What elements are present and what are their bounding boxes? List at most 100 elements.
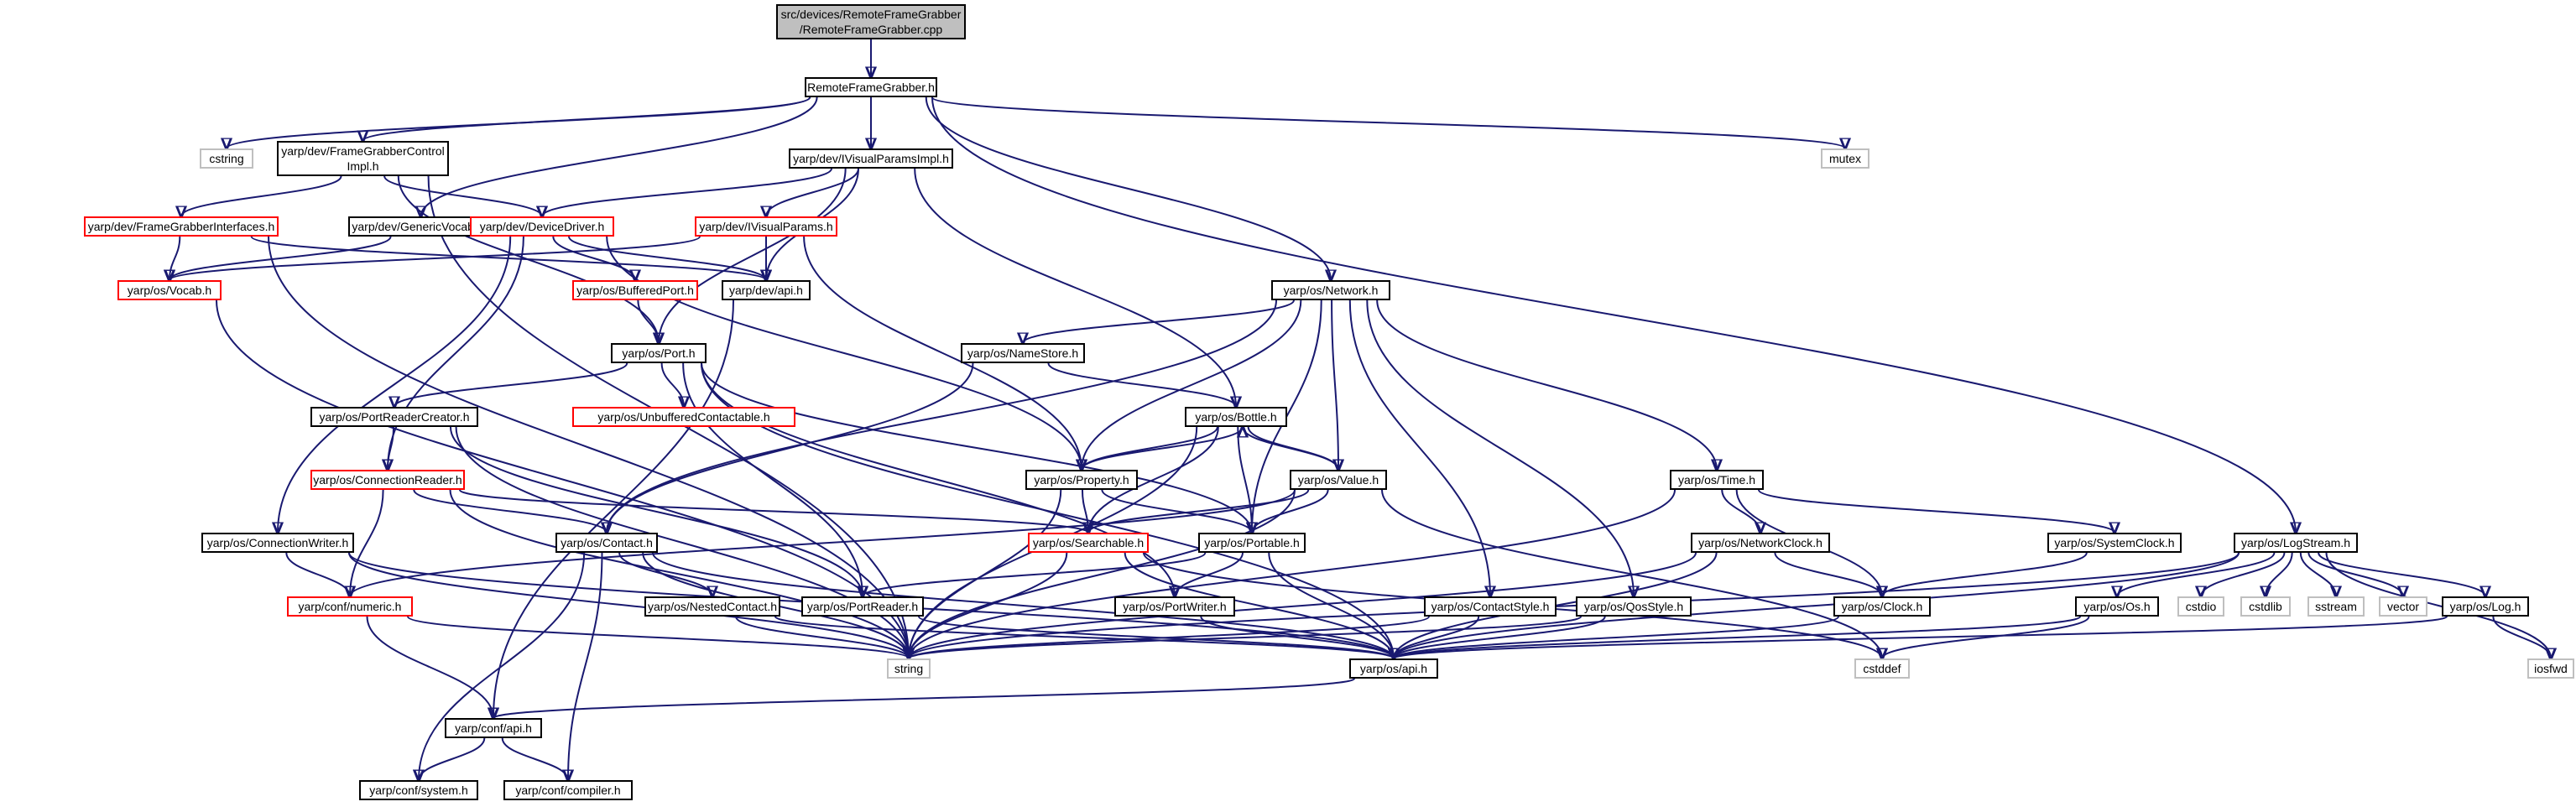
node-bufferedport-h[interactable]: yarp/os/BufferedPort.h <box>572 280 698 300</box>
edge-qosstyle-to-string <box>909 616 1582 658</box>
node-framegrabberinterfaces-h[interactable]: yarp/dev/FrameGrabberInterfaces.h <box>84 216 279 237</box>
edge-bottle-to-searchable <box>1088 426 1219 533</box>
edge-devdriver-to-property <box>606 236 1082 470</box>
node-dev-api-h[interactable]: yarp/dev/api.h <box>722 280 811 300</box>
edge-devapi-to-confapi <box>493 299 734 718</box>
node-conf-numeric-h[interactable]: yarp/conf/numeric.h <box>287 596 413 617</box>
node-portreader-h[interactable]: yarp/os/PortReader.h <box>801 596 924 617</box>
node-remoteframegrabber-h[interactable]: RemoteFrameGrabber.h <box>805 77 937 97</box>
node-cstring: cstring <box>200 148 253 169</box>
edge-devdriver-to-devapi <box>568 236 766 280</box>
edge-network-to-contactstyle <box>1348 299 1490 596</box>
node-string: string <box>887 658 931 679</box>
node-connectionreader-h[interactable]: yarp/os/ConnectionReader.h <box>310 470 465 490</box>
edge-contactstyle-to-string <box>909 616 1430 658</box>
edge-logstream-to-vector <box>2307 552 2403 596</box>
edge-port-to-portwriter <box>701 362 1175 596</box>
edge-ivpimpl-to-port <box>659 168 847 343</box>
edge-port-to-prc <box>394 362 628 407</box>
node-cstddef: cstddef <box>1854 658 1910 679</box>
node-conf-system-h[interactable]: yarp/conf/system.h <box>359 780 478 800</box>
edge-time-to-netclock <box>1721 489 1760 533</box>
edge-port-to-portreader <box>682 362 863 596</box>
edge-value-to-searchable <box>1088 489 1310 533</box>
node-portable-h[interactable]: yarp/os/Portable.h <box>1198 533 1306 553</box>
node-conf-api-h[interactable]: yarp/conf/api.h <box>445 718 542 738</box>
node-label-line2: /RemoteFrameGrabber.cpp <box>799 23 943 36</box>
node-value-h[interactable]: yarp/os/Value.h <box>1290 470 1387 490</box>
edge-qosstyle-to-osapi <box>1394 616 1606 658</box>
edge-value-to-bottle <box>1243 427 1339 471</box>
node-network-h[interactable]: yarp/os/Network.h <box>1271 280 1390 300</box>
node-cstdio: cstdio <box>2177 596 2224 617</box>
edge-network-to-namestore <box>1023 299 1295 343</box>
node-time-h[interactable]: yarp/os/Time.h <box>1670 470 1764 490</box>
node-os-h[interactable]: yarp/os/Os.h <box>2075 596 2159 617</box>
node-logstream-h[interactable]: yarp/os/LogStream.h <box>2234 533 2358 553</box>
edge-network-to-time <box>1376 299 1717 470</box>
node-ivisualparams-h[interactable]: yarp/dev/IVisualParams.h <box>695 216 837 237</box>
node-qosstyle-h[interactable]: yarp/os/QosStyle.h <box>1576 596 1692 617</box>
node-contact-h[interactable]: yarp/os/Contact.h <box>555 533 658 553</box>
node-ivisualparamsimpl-h[interactable]: yarp/dev/IVisualParamsImpl.h <box>789 148 953 169</box>
edge-fgcimpl-to-fgi <box>181 175 342 216</box>
edge-connwriter-to-string <box>348 552 909 658</box>
edge-network-to-contact <box>607 299 1277 533</box>
node-nestedcontact-h[interactable]: yarp/os/NestedContact.h <box>644 596 780 617</box>
edge-contact-to-compiler <box>568 552 603 780</box>
node-label-line1: src/devices/RemoteFrameGrabber <box>780 8 962 21</box>
node-contactstyle-h[interactable]: yarp/os/ContactStyle.h <box>1424 596 1557 617</box>
edge-connreader-to-string <box>449 489 909 658</box>
edge-rfg-to-logstream <box>931 96 2296 533</box>
node-unbufferedcontactable-h[interactable]: yarp/os/UnbufferedContactable.h <box>572 407 795 427</box>
edge-netclock-to-string <box>909 552 1697 658</box>
node-vocab-h[interactable]: yarp/os/Vocab.h <box>117 280 222 300</box>
node-framegrabbercontrolimpl-h[interactable]: yarp/dev/FrameGrabberControl Impl.h <box>277 141 449 176</box>
edge-bufport-to-port <box>637 299 659 343</box>
edge-fgi-to-string <box>268 236 909 658</box>
edge-bottle-to-portable <box>1237 426 1252 533</box>
edge-portable-to-portreader <box>863 552 1207 596</box>
edge-port-to-ubc <box>660 362 684 407</box>
node-namestore-h[interactable]: yarp/os/NameStore.h <box>961 343 1085 363</box>
node-log-h[interactable]: yarp/os/Log.h <box>2442 596 2529 617</box>
node-systemclock-h[interactable]: yarp/os/SystemClock.h <box>2047 533 2182 553</box>
edge-value-to-portable <box>1252 489 1329 533</box>
node-bottle-h[interactable]: yarp/os/Bottle.h <box>1185 407 1287 427</box>
node-genericvocabs-h[interactable]: yarp/dev/GenericVocabs.h <box>348 216 493 237</box>
edge-ivpimpl-to-ivp <box>766 168 859 216</box>
node-os-api-h[interactable]: yarp/os/api.h <box>1349 658 1438 679</box>
edge-time-to-string <box>909 489 1676 658</box>
node-port-h[interactable]: yarp/os/Port.h <box>611 343 707 363</box>
edge-portable-to-portwriter <box>1175 552 1244 596</box>
node-vector: vector <box>2379 596 2427 617</box>
node-cstdlib: cstdlib <box>2240 596 2291 617</box>
edge-numeric-to-confapi <box>366 616 493 718</box>
edge-log-to-osapi <box>1394 616 2448 658</box>
edge-nested-to-string <box>735 616 909 658</box>
node-clock-h[interactable]: yarp/os/Clock.h <box>1833 596 1931 617</box>
edge-logstream-to-os <box>2117 552 2276 596</box>
edge-os-to-osapi <box>1394 616 2081 658</box>
edge-namestore-to-bottle <box>1047 362 1236 407</box>
node-property-h[interactable]: yarp/os/Property.h <box>1025 470 1138 490</box>
edge-rfg-to-gvocabs <box>421 96 818 216</box>
node-searchable-h[interactable]: yarp/os/Searchable.h <box>1028 533 1149 553</box>
node-label-line2: Impl.h <box>347 159 379 173</box>
node-conf-compiler-h[interactable]: yarp/conf/compiler.h <box>503 780 633 800</box>
node-portwriter-h[interactable]: yarp/os/PortWriter.h <box>1114 596 1235 617</box>
node-portreadercreator-h[interactable]: yarp/os/PortReaderCreator.h <box>310 407 478 427</box>
node-devicedriver-h[interactable]: yarp/dev/DeviceDriver.h <box>470 216 614 237</box>
edge-clock-to-osapi <box>1394 616 1839 658</box>
edge-logstream-to-cstdio <box>2201 552 2286 596</box>
edge-rfg-to-mutex <box>931 96 1845 148</box>
edge-logstream-to-log <box>2318 552 2485 596</box>
edge-ivpimpl-to-devdriver <box>542 168 832 216</box>
edge-numeric-to-string <box>407 616 909 658</box>
edge-ivp-to-property <box>803 236 1082 470</box>
edge-property-to-portable <box>1101 489 1252 533</box>
edge-ivp-to-vocab <box>169 236 701 280</box>
edge-netclock-to-clock <box>1774 552 1882 596</box>
node-connectionwriter-h[interactable]: yarp/os/ConnectionWriter.h <box>201 533 354 553</box>
node-networkclock-h[interactable]: yarp/os/NetworkClock.h <box>1691 533 1830 553</box>
